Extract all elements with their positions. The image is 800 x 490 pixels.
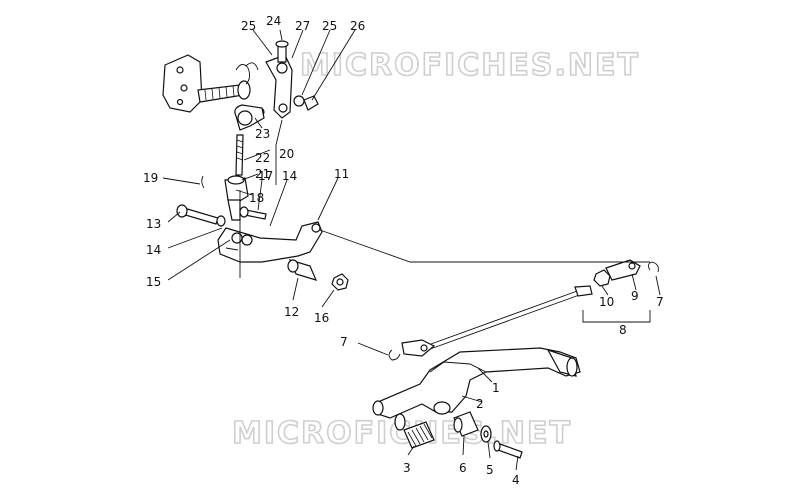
- linkage-rod: [235, 134, 244, 176]
- clip-7-left: [388, 349, 401, 361]
- leader-lines: [162, 29, 661, 471]
- callout-6: 6: [459, 461, 467, 475]
- callout-16: 16: [314, 311, 329, 325]
- callout-15: 15: [146, 275, 161, 289]
- callout-14-upper: 14: [282, 169, 297, 183]
- nut-16: [331, 273, 349, 291]
- bushing-12: [287, 259, 318, 281]
- callout-7-left: 7: [340, 335, 348, 349]
- callout-26: 26: [350, 19, 365, 33]
- rod-end-9: [605, 259, 641, 281]
- bolt-4: [493, 440, 523, 459]
- callout-17: 17: [258, 169, 273, 183]
- callout-1: 1: [492, 381, 500, 395]
- callout-14-lower: 14: [146, 243, 161, 257]
- callout-7-right: 7: [656, 295, 664, 309]
- callout-10: 10: [599, 295, 614, 309]
- shift-shaft-assembly: [162, 54, 259, 113]
- bolt-17: [239, 206, 267, 220]
- callout-5: 5: [486, 463, 494, 477]
- callout-24: 24: [266, 14, 281, 28]
- callout-labels: 25 24 27 25 26 23 22 20 21 18 17 14 11 1…: [143, 14, 664, 487]
- gear-pedal: [372, 347, 581, 419]
- callout-13: 13: [146, 217, 161, 231]
- callout-19: 19: [143, 171, 158, 185]
- nut-10: [593, 269, 611, 287]
- callout-2: 2: [476, 397, 484, 411]
- callout-21: 21: [255, 167, 270, 181]
- bolt-13: [176, 204, 226, 227]
- callout-20: 20: [279, 147, 294, 161]
- callout-25-right: 25: [322, 19, 337, 33]
- callout-18: 18: [249, 191, 264, 205]
- callout-4: 4: [512, 473, 520, 487]
- watermark-top: MICROFICHES.NET: [300, 48, 640, 83]
- washer-5: [480, 425, 492, 443]
- rubber-3: [394, 413, 435, 449]
- callout-12: 12: [284, 305, 299, 319]
- callout-23: 23: [255, 127, 270, 141]
- callout-9: 9: [631, 289, 639, 303]
- callout-22: 22: [255, 151, 270, 165]
- pin-19: [201, 175, 205, 189]
- ball-joint-upper: [234, 104, 265, 131]
- clip-7-right: [647, 261, 659, 273]
- callout-8: 8: [619, 323, 627, 337]
- callout-27: 27: [295, 19, 310, 33]
- gear-lever-bracket: [217, 221, 323, 263]
- callout-25-top: 25: [241, 19, 256, 33]
- callout-11: 11: [334, 167, 349, 181]
- callout-3: 3: [403, 461, 411, 475]
- gear-shift-rod: [401, 285, 593, 357]
- bushing-6: [453, 411, 479, 437]
